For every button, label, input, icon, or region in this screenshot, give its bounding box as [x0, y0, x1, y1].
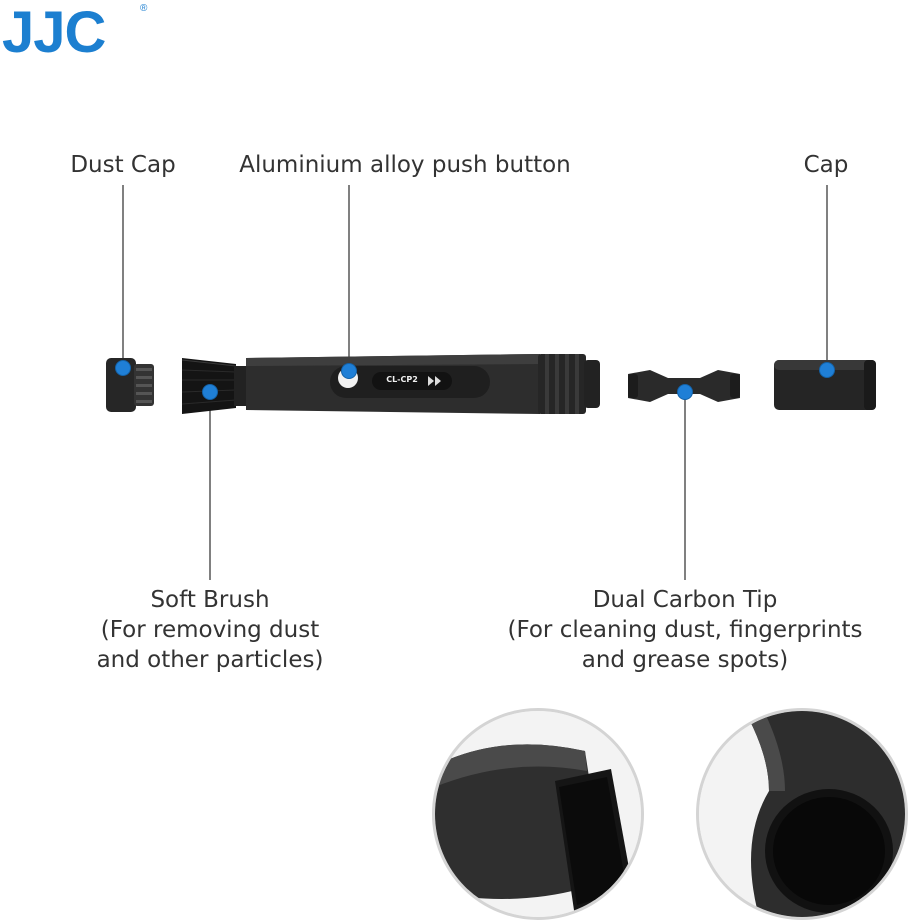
carbon-tip-desc-line1: (For cleaning dust, fingerprints	[507, 617, 863, 643]
logo-text: JJC	[2, 0, 106, 65]
pen-body-part	[246, 354, 600, 414]
label-dust-cap: Dust Cap	[70, 152, 176, 178]
leader-line-carbon-tip	[684, 392, 686, 580]
leader-line-dust-cap	[122, 185, 124, 365]
carbon-tip-title: Dual Carbon Tip	[592, 587, 778, 613]
pen-model-text: CL-CP2	[386, 375, 418, 384]
jjc-logo: JJC ®	[2, 4, 147, 62]
leader-line-cap	[826, 185, 828, 368]
soft-brush-desc-line1: (For removing dust	[100, 617, 320, 643]
carbon-tip-desc-line2: and grease spots)	[581, 647, 789, 673]
flat-tip-closeup-image	[435, 711, 641, 917]
leader-line-soft-brush	[209, 392, 211, 580]
registered-mark: ®	[140, 3, 148, 14]
soft-brush-part	[181, 358, 248, 414]
soft-brush-title: Soft Brush	[150, 587, 270, 613]
marker-dust-cap	[115, 360, 131, 376]
closeup-flat-tip	[432, 708, 644, 920]
soft-brush-desc-line2: and other particles)	[96, 647, 324, 673]
leader-line-push-button	[348, 185, 350, 368]
marker-cap	[819, 362, 835, 378]
closeup-round-tip	[696, 708, 908, 920]
label-push-button: Aluminium alloy push button	[239, 152, 571, 178]
marker-soft-brush	[202, 384, 218, 400]
marker-carbon-tip	[677, 384, 693, 400]
round-tip-closeup-image	[699, 711, 905, 917]
marker-push-button	[341, 363, 357, 379]
label-cap: Cap	[803, 152, 849, 178]
